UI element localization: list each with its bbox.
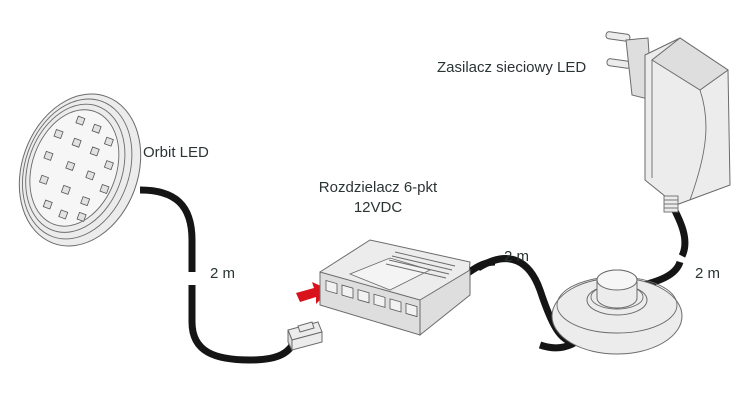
plug-in-power-adapter-icon [605,31,731,213]
distributor-6-port-icon [319,239,471,337]
round-led-lamp-icon [18,93,142,247]
cable-length-label-2: 2 m [504,248,530,265]
lamp-label: Orbit LED [143,144,209,161]
cable-length-label-1: 2 m [210,265,236,282]
splitter-label-line1: Rozdzielacz 6-pkt [318,179,438,196]
splitter-label-line2: 12VDC [353,199,403,216]
cable-length-label-3: 2 m [695,265,721,282]
connector-plug-icon [287,321,323,351]
cable-switch-to-adapter [629,203,689,292]
foot-switch-icon [551,269,683,355]
cable-lamp-to-plug [139,186,299,364]
power-supply-label: Zasilacz sieciowy LED [437,59,587,76]
